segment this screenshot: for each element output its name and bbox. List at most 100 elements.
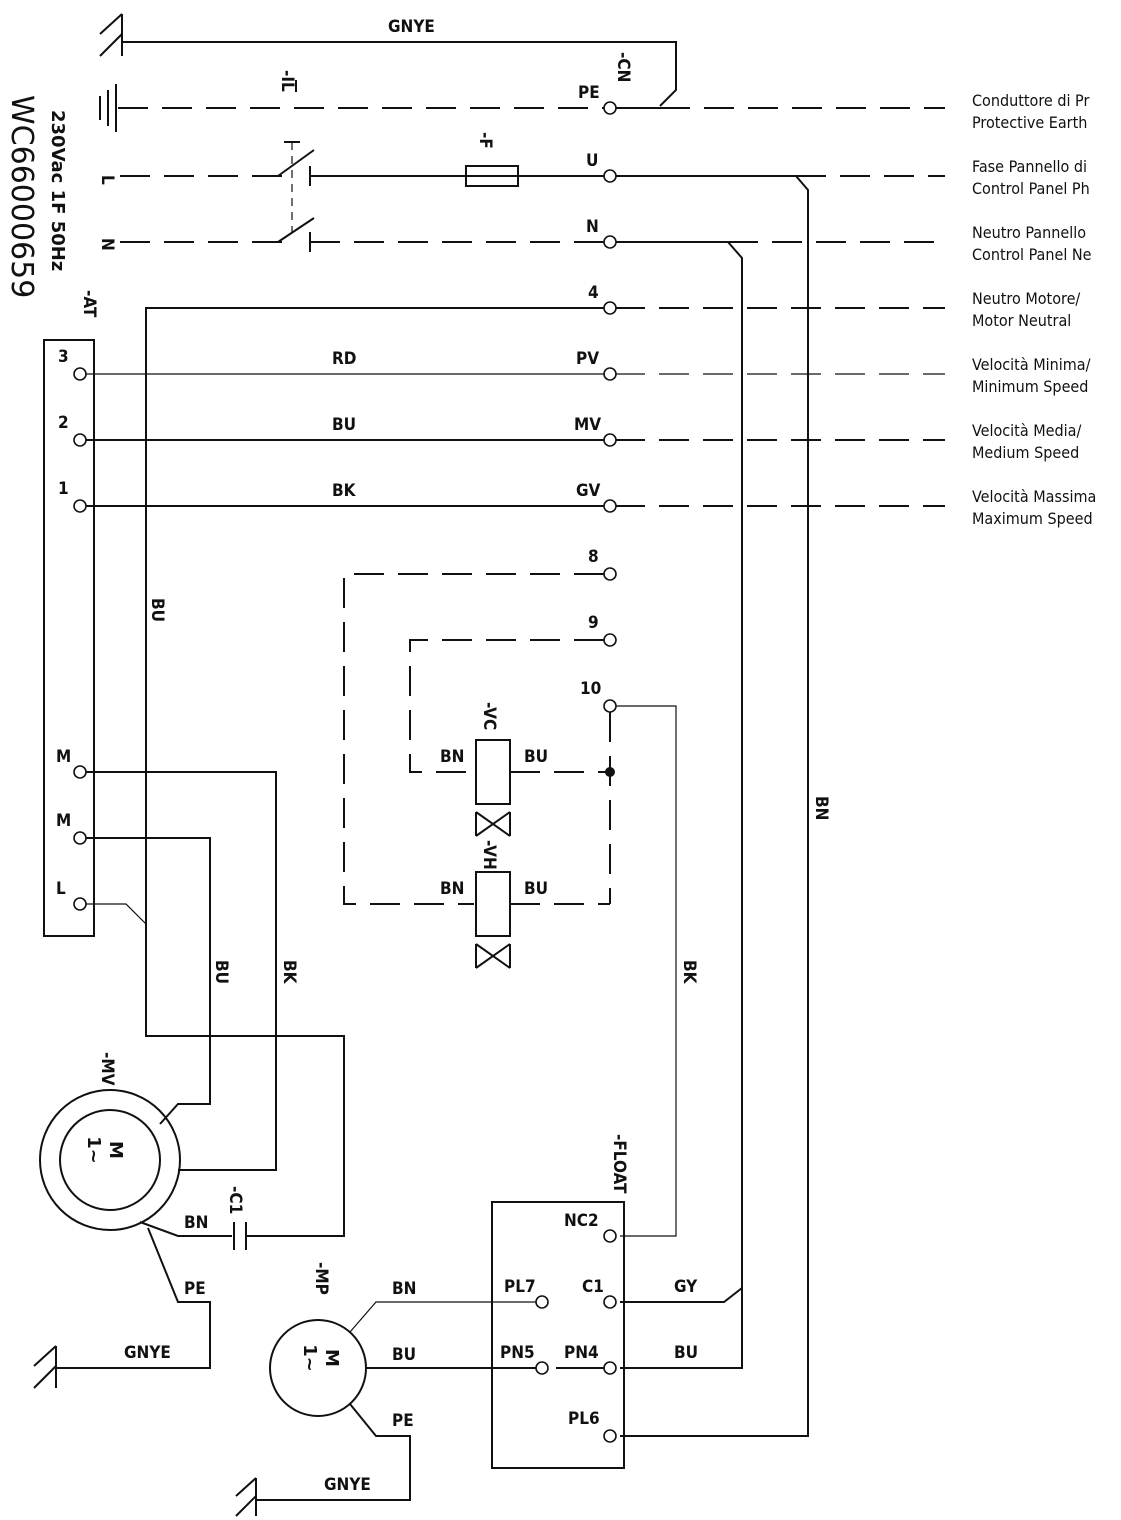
- float-terminal-pn4: PN4: [564, 1343, 599, 1363]
- legend: Conduttore di Pr Protective Earth Fase P…: [972, 91, 1096, 528]
- terminal-label-pv: PV: [576, 349, 599, 369]
- device-label-mp: -MP: [311, 1262, 331, 1295]
- device-label-il: -IL: [277, 70, 297, 92]
- drawing-code: WC66000659: [4, 95, 39, 298]
- wire-bk-mv: [84, 771, 277, 1171]
- wire-gy: [620, 1287, 743, 1303]
- device-label-cn: -CN: [613, 52, 633, 82]
- wire-label-vc-bn: BN: [440, 747, 464, 767]
- at-terminal-m2: M: [56, 811, 71, 831]
- terminal-label-u: U: [586, 151, 598, 171]
- wire-valve-10: [615, 705, 677, 1237]
- wire-label-bk-low: BK: [332, 481, 357, 501]
- wire-at-l: [84, 903, 147, 925]
- wire-bu-left: [145, 307, 604, 1237]
- wire-mp-bn: [349, 1301, 536, 1333]
- float-terminal-pn5: PN5: [500, 1343, 535, 1363]
- wire-label-gy: GY: [674, 1277, 698, 1297]
- device-label-vc: -VC: [479, 702, 499, 730]
- ground-symbol-top: [99, 13, 123, 57]
- wire-label-bu-left: BU: [147, 598, 167, 622]
- wire-label-rd: RD: [332, 349, 356, 369]
- wire-label-bn-right: BN: [811, 796, 831, 820]
- device-label-float: -FLOAT: [609, 1134, 629, 1194]
- terminal-label-10: 10: [580, 679, 601, 699]
- float-terminal-pl7: PL7: [504, 1277, 536, 1297]
- legend-min-speed-line2: Minimum Speed: [972, 377, 1088, 396]
- device-label-vh: -VH: [479, 840, 499, 870]
- terminal-label-8: 8: [588, 547, 599, 567]
- terminal-label-mv: MV: [574, 415, 601, 435]
- terminal-u: [603, 169, 617, 183]
- terminal-label-9: 9: [588, 613, 599, 633]
- terminal-label-4: 4: [588, 283, 599, 303]
- float-terminal-nc2: NC2: [564, 1211, 599, 1231]
- terminal-8: [603, 567, 617, 581]
- wire-label-bu-mv: BU: [211, 960, 231, 984]
- terminal-label-gv: GV: [576, 481, 601, 501]
- terminal-label-n: N: [586, 217, 599, 237]
- wire-bu-mv: [84, 837, 211, 1125]
- isolator-contact-l: [277, 149, 315, 177]
- wire-label-gnye-top: GNYE: [388, 17, 435, 37]
- at-terminal-2: 2: [58, 413, 69, 433]
- legend-max-speed-line2: Maximum Speed: [972, 509, 1093, 528]
- isolator-contact-n: [277, 217, 315, 243]
- wire-bn-right: [620, 175, 809, 1437]
- wire-label-bk-mv: BK: [279, 960, 299, 985]
- supply-label-l: L: [97, 175, 117, 185]
- wire-n-float: [620, 241, 743, 1369]
- wire-label-bk-float: BK: [679, 960, 699, 985]
- wire-label-mp-pe: PE: [392, 1411, 414, 1431]
- legend-neutral-line2: Control Panel Ne: [972, 245, 1092, 264]
- at-terminal-m1: M: [56, 747, 71, 767]
- device-label-f: -F: [475, 132, 495, 149]
- terminal-gv: [603, 499, 617, 513]
- at-terminal-l: L: [56, 879, 66, 899]
- wire-mv-bn: [139, 1221, 232, 1237]
- at-terminal-1: 1: [58, 479, 69, 499]
- pump-motor-phase: 1~: [299, 1344, 320, 1372]
- legend-neutral-line1: Neutro Pannello: [972, 223, 1086, 242]
- float-terminal-pl6: PL6: [568, 1409, 600, 1429]
- terminal-9: [603, 633, 617, 647]
- terminal-n: [603, 235, 617, 249]
- wire-label-bu-float: BU: [674, 1343, 698, 1363]
- wire-valve-8: [343, 573, 604, 905]
- valve-vh-coil: [475, 871, 511, 937]
- at-terminals: [73, 367, 87, 911]
- terminal-4: [603, 301, 617, 315]
- wire-label-mv-pe: PE: [184, 1279, 206, 1299]
- legend-pe-line1: Conduttore di Pr: [972, 91, 1089, 110]
- float-terminal-c1: C1: [582, 1277, 604, 1297]
- wire-valve-9: [409, 639, 604, 773]
- valve-vc-coil: [475, 739, 511, 805]
- pump-motor-symbol: M: [321, 1349, 342, 1367]
- fan-motor-inner: [59, 1109, 161, 1211]
- ground-symbol-mv: [33, 1345, 57, 1389]
- legend-motor-neutral-line2: Motor Neutral: [972, 311, 1071, 330]
- legend-max-speed-line1: Velocità Massima: [972, 487, 1096, 506]
- wire-mp-pe: [256, 1403, 411, 1501]
- at-terminal-3: 3: [58, 347, 69, 367]
- legend-phase-line1: Fase Pannello di: [972, 157, 1087, 176]
- supply-label-n: N: [97, 238, 117, 251]
- fan-motor-outer: [39, 1089, 181, 1231]
- wire-label-vc-bu: BU: [524, 747, 548, 767]
- device-label-at: -AT: [79, 290, 99, 318]
- fan-motor-symbol: M: [105, 1141, 126, 1159]
- legend-min-speed-line1: Velocità Minima/: [972, 355, 1091, 374]
- device-label-mv: -MV: [97, 1052, 117, 1086]
- wire-gnye-top: [122, 41, 677, 107]
- legend-phase-line2: Control Panel Ph: [972, 179, 1090, 198]
- float-switch-box: [491, 1201, 625, 1469]
- wire-label-vh-bn: BN: [440, 879, 464, 899]
- valve-vh-symbol: [475, 943, 511, 969]
- float-terminals: [535, 1229, 617, 1443]
- valve-vc-symbol: [475, 811, 511, 837]
- wire-label-vh-bu: BU: [524, 879, 548, 899]
- legend-med-speed-line1: Velocità Media/: [972, 421, 1081, 440]
- wire-label-mv-gnye: GNYE: [124, 1343, 171, 1363]
- legend-motor-neutral-line1: Neutro Motore/: [972, 289, 1080, 308]
